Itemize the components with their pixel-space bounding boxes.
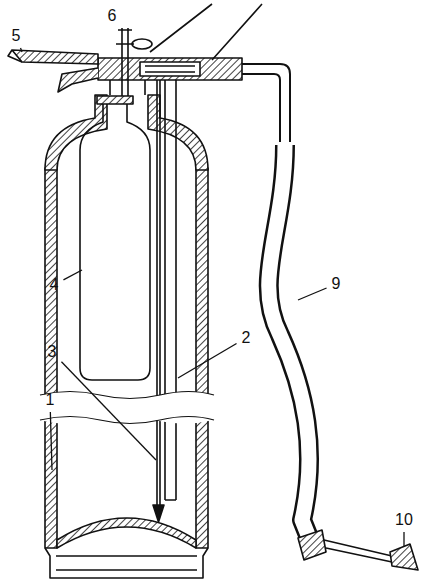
callout-number: 1 [44, 391, 57, 409]
break-line [40, 392, 214, 424]
cartridge-neck [97, 96, 133, 104]
leader-line [61, 362, 156, 460]
leader-line [150, 4, 262, 60]
foot-ring [45, 548, 208, 578]
leader-line [63, 270, 82, 280]
callout-number: 3 [46, 343, 59, 361]
callout-number: 2 [240, 329, 253, 347]
nozzle [390, 544, 418, 570]
lever [12, 50, 98, 64]
safety-pin [122, 28, 128, 96]
body-shoulder [45, 95, 107, 170]
body-wall [196, 168, 208, 548]
valve-head [98, 58, 242, 80]
valve-spring [145, 66, 195, 72]
pin-head [116, 30, 134, 44]
callout-number: 5 [10, 27, 23, 45]
callout-number: 6 [106, 7, 119, 25]
leader-line [50, 412, 52, 470]
callout-number: 4 [48, 276, 61, 294]
siphon-tube [165, 80, 176, 500]
piercing-rod [157, 80, 160, 505]
hose [269, 145, 312, 545]
leader-line [298, 288, 327, 300]
lower-lever [58, 68, 98, 92]
nozzle-tube [324, 540, 392, 562]
pin-ring [132, 39, 152, 49]
leader-line [178, 344, 237, 378]
gas-cartridge [80, 100, 150, 380]
foot-ring [56, 556, 197, 570]
callout-number: 10 [393, 511, 415, 529]
hose-ferrule [298, 530, 326, 560]
valve-chamber [140, 62, 200, 76]
rod-tip [153, 505, 164, 522]
bottom-dome [57, 518, 196, 548]
break-gap [40, 392, 214, 424]
leader-line [403, 532, 404, 546]
outlet-pipe [242, 64, 290, 142]
leader-line [21, 48, 23, 52]
hose-bore [269, 145, 312, 545]
callout-number: 9 [330, 275, 343, 293]
lever-tip [8, 50, 22, 62]
